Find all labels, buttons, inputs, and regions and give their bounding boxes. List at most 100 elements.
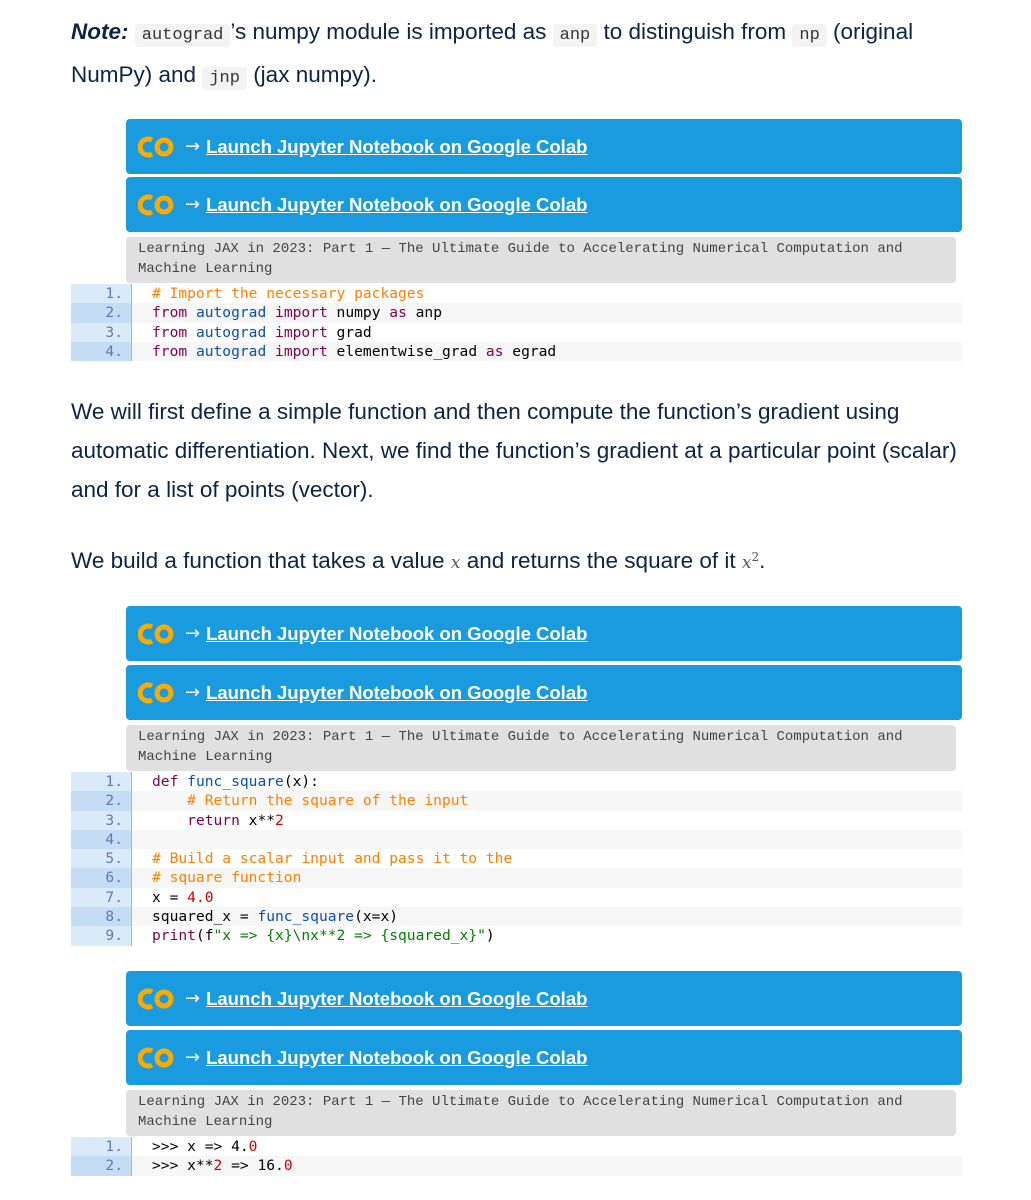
code-token: import (275, 304, 328, 322)
code-token: # Return the square of the input (187, 792, 469, 810)
inline-code-autograd: autograd (134, 24, 231, 47)
code-line: 2. # Return the square of the input (71, 791, 962, 811)
line-number: 8. (71, 907, 132, 927)
colab-launch-link[interactable]: Launch Jupyter Notebook on Google Colab (206, 135, 588, 157)
code-token: # square function (152, 869, 302, 887)
code-token: return (187, 811, 240, 829)
line-number: 2. (71, 791, 132, 811)
code-line: 1.>>> x => 4.0 (71, 1137, 962, 1157)
code-token: 4.0 (187, 888, 214, 906)
line-number: 3. (71, 810, 132, 830)
code-token (152, 792, 187, 809)
para-text: We build a function that takes a value (71, 548, 445, 573)
math-variable: x (450, 553, 461, 573)
colab-logo-icon (138, 988, 174, 1009)
colab-banner: → Launch Jupyter Notebook on Google Cola… (126, 665, 962, 720)
code-token: elementwise_grad (327, 342, 486, 360)
code-token: squared_x = (152, 908, 258, 926)
code-token: >>> x => 4. (152, 1138, 249, 1155)
code-line: 2. from autograd import numpy as anp (71, 303, 962, 323)
line-number: 4. (71, 341, 132, 362)
colab-logo-icon (138, 194, 174, 215)
colab-banner: → Launch Jupyter Notebook on Google Cola… (126, 119, 962, 174)
code-token: x** (239, 811, 276, 829)
code-line: 2.>>> x**2 => 16.0 (71, 1156, 962, 1176)
code-token: 2 (275, 811, 284, 829)
note-text: ’s numpy module is imported as (230, 19, 547, 44)
code-line: 1.def func_square(x): (71, 772, 962, 792)
line-number: 2. (71, 1156, 132, 1176)
code-token (178, 773, 187, 790)
code-text: squared_x = func_square(x=x) (132, 907, 962, 927)
code-token: as (485, 342, 504, 360)
math-variable: x (741, 553, 752, 573)
colab-launch-link[interactable]: Launch Jupyter Notebook on Google Colab (206, 622, 588, 644)
code-text: # Import the necessary packages (132, 284, 962, 304)
code-line: 6.# square function (71, 868, 962, 888)
code-token: from (152, 304, 188, 322)
note-paragraph: Note: autograd’s numpy module is importe… (71, 12, 961, 98)
code-token: autograd (195, 323, 267, 341)
code-line: 4.from autograd import elementwise_grad … (71, 341, 962, 362)
para-text: . (759, 548, 766, 573)
code-line: 1.# Import the necessary packages (71, 284, 962, 304)
inline-code-jnp: jnp (202, 67, 247, 90)
note-text: (jax numpy). (253, 62, 377, 87)
line-number: 1. (71, 1137, 132, 1157)
colab-launch-link[interactable]: Launch Jupyter Notebook on Google Colab (206, 1046, 588, 1068)
colab-logo-icon (138, 623, 174, 644)
code-line: 4. (71, 829, 962, 850)
line-number: 2. (71, 303, 132, 323)
code-text: from autograd import elementwise_grad as… (132, 341, 962, 362)
code-text: # Build a scalar input and pass it to th… (132, 849, 962, 869)
code-token: from (152, 323, 188, 341)
code-token: => 16. (222, 1157, 284, 1175)
code-text: >>> x**2 => 16.0 (132, 1156, 962, 1176)
arrow-icon: → (185, 1047, 201, 1068)
code-line: 3. return x**2 (71, 810, 962, 830)
code-token: autograd (195, 342, 267, 360)
line-number: 9. (71, 926, 132, 946)
colab-banner: → Launch Jupyter Notebook on Google Cola… (126, 971, 962, 1026)
code-text: # Return the square of the input (132, 791, 962, 811)
code-text: print(f"x => {x}\nx**2 => {squared_x}") (132, 926, 962, 946)
code-token: from (152, 342, 188, 360)
code-token: grad (327, 323, 372, 341)
code-token (266, 304, 275, 321)
code-text: return x**2 (132, 810, 962, 830)
arrow-icon: → (185, 682, 201, 703)
colab-banner: → Launch Jupyter Notebook on Google Cola… (126, 177, 962, 232)
code-token (187, 324, 196, 341)
para-text: and returns the square of it (466, 548, 736, 573)
colab-launch-link[interactable]: Launch Jupyter Notebook on Google Colab (206, 681, 588, 703)
code-token: # Build a scalar input and pass it to th… (152, 850, 513, 868)
code-token: 2 (213, 1157, 223, 1175)
code-caption: Learning JAX in 2023: Part 1 — The Ultim… (126, 1090, 956, 1136)
code-text: >>> x => 4.0 (132, 1137, 962, 1157)
code-token: >>> x** (152, 1157, 214, 1175)
colab-launch-link[interactable]: Launch Jupyter Notebook on Google Colab (206, 193, 588, 215)
line-number: 3. (71, 322, 132, 342)
code-token: 0 (248, 1138, 258, 1155)
code-token: ) (485, 927, 495, 945)
arrow-icon: → (185, 988, 201, 1009)
code-line: 7.x = 4.0 (71, 887, 962, 908)
arrow-icon: → (185, 623, 201, 644)
code-token: func_square (257, 908, 355, 926)
code-token: (f (195, 927, 214, 945)
inline-code-anp: anp (552, 24, 598, 47)
code-token: anp (406, 304, 443, 322)
colab-launch-link[interactable]: Launch Jupyter Notebook on Google Colab (206, 987, 588, 1009)
code-text: x = 4.0 (132, 887, 962, 908)
code-token: as (389, 304, 407, 322)
code-token (266, 324, 275, 341)
code-token: numpy (327, 304, 390, 322)
code-caption: Learning JAX in 2023: Part 1 — The Ultim… (126, 725, 956, 771)
inline-code-np: np (792, 24, 827, 47)
code-token: autograd (195, 304, 267, 322)
code-line: 3.from autograd import grad (71, 322, 962, 342)
note-text: to distinguish from (603, 19, 787, 44)
code-token (187, 304, 196, 321)
colab-banner: → Launch Jupyter Notebook on Google Cola… (126, 606, 962, 661)
code-text: from autograd import grad (132, 322, 962, 342)
